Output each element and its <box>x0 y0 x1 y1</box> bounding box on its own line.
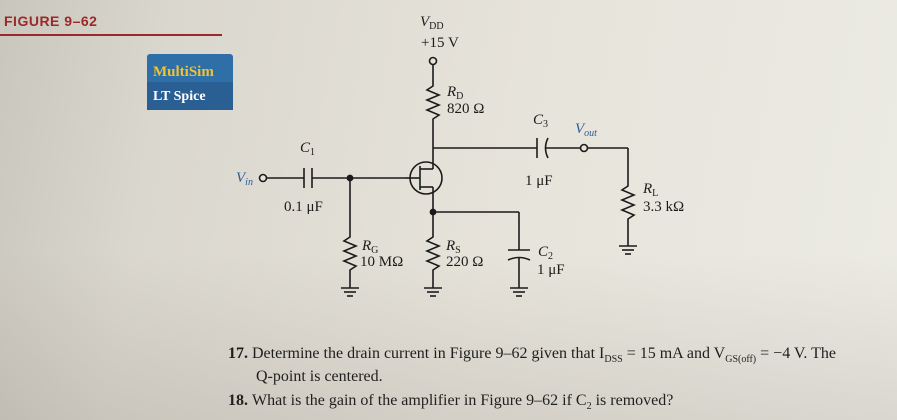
multisim-ltspice-logo: MultiSim LT Spice <box>147 54 233 110</box>
question-18: 18. What is the gain of the amplifier in… <box>228 392 674 413</box>
rs-value: 220 Ω <box>446 254 483 270</box>
rl-value: 3.3 kΩ <box>643 199 684 215</box>
c3-value: 1 μF <box>525 173 553 189</box>
c1-label: C1 <box>300 140 315 158</box>
c2-plate-bottom <box>507 256 531 261</box>
vdd-value: +15 V <box>421 35 459 51</box>
rs-resistor <box>424 232 442 276</box>
ground-c2 <box>510 287 528 297</box>
rd-value: 820 Ω <box>447 101 484 117</box>
c2-value: 1 μF <box>537 262 565 278</box>
c3-label: C3 <box>533 112 548 130</box>
ground-rl <box>619 245 637 255</box>
ground-rg <box>341 287 359 297</box>
vout-label: Vout <box>575 121 597 139</box>
svg-text:LT Spice: LT Spice <box>153 89 206 104</box>
rs-label: RS <box>445 238 461 256</box>
rg-value: 10 MΩ <box>360 254 403 270</box>
question-17-line1: 17. Determine the drain current in Figur… <box>228 345 836 366</box>
rd-resistor <box>424 80 442 125</box>
rg-resistor <box>341 232 359 276</box>
rl-label: RL <box>642 181 658 199</box>
vdd-label: VDD <box>420 14 444 32</box>
rl-resistor <box>619 180 637 225</box>
ground-rs <box>424 287 442 297</box>
c2-label: C2 <box>538 244 553 262</box>
svg-text:MultiSim: MultiSim <box>153 64 214 80</box>
figure-rule <box>0 34 222 36</box>
rg-label: RG <box>361 238 378 256</box>
rd-label: RD <box>446 84 463 102</box>
vout-terminal <box>579 143 589 153</box>
vin-label: Vin <box>236 170 253 188</box>
figure-label: FIGURE 9–62 <box>4 13 98 29</box>
c1-value: 0.1 μF <box>284 199 323 215</box>
vin-terminal <box>258 173 268 183</box>
vdd-terminal <box>428 56 438 66</box>
question-17-line2: Q-point is centered. <box>256 368 383 385</box>
